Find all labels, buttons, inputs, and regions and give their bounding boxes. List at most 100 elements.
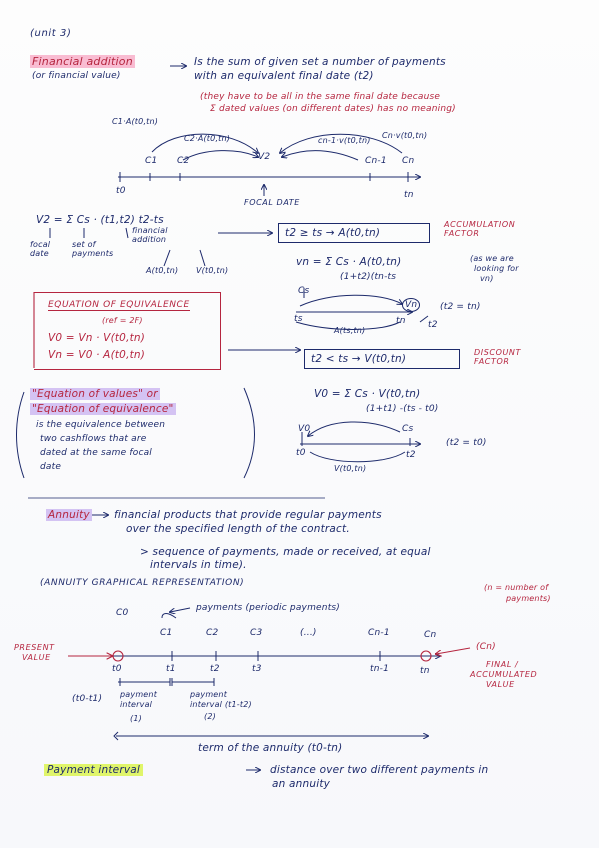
- cn-paren: (Cn): [476, 642, 496, 652]
- annuity-c3: C3: [250, 628, 263, 638]
- n-note-1: (n = number of: [484, 583, 549, 592]
- eq-vn: Vn = V0 · A(t0,tn): [48, 349, 146, 361]
- eq-values-line-2: "Equation of equivalence": [30, 403, 176, 415]
- present-value-1: PRESENT: [14, 643, 55, 652]
- s3-accum: A(ts,tn): [334, 326, 366, 335]
- annuity-t1: t1: [166, 664, 176, 674]
- annuity-cn: Cn: [424, 630, 437, 640]
- annuity-t2: t2: [210, 664, 220, 674]
- annuity-dots: (...): [300, 628, 317, 638]
- tn-label: tn: [404, 190, 414, 200]
- annuity-c1: C1: [160, 628, 173, 638]
- ann-accum: A(t0,tn): [146, 266, 179, 275]
- vn-side-2: looking for: [474, 264, 519, 273]
- eq-values-line-1: "Equation of values" or: [30, 388, 160, 400]
- equation-of-equivalence-box: [34, 292, 221, 370]
- v2-formula: V2 = Σ Cs · (t1,t2) t2-ts: [36, 214, 164, 226]
- s3-ts: ts: [294, 314, 303, 324]
- c1-label: C1: [145, 156, 158, 166]
- annuity-payments-label: payments (periodic payments): [196, 603, 341, 613]
- annuity-cn1: Cn-1: [368, 628, 390, 638]
- unit-label: (unit 3): [30, 28, 72, 39]
- financial-addition-def-1: Is the sum of given set a number of paym…: [194, 56, 446, 68]
- v0-formula-den: (1+t1) -(ts - t0): [366, 404, 439, 414]
- focal-date-label: FOCAL DATE: [244, 198, 300, 207]
- eq-values-line-3: is the equivalence between: [36, 420, 166, 430]
- annuity-graph-title: (ANNUITY GRAPHICAL REPRESENTATION): [40, 578, 245, 588]
- s3-tn: tn: [396, 316, 406, 326]
- annuity-t0: t0: [112, 664, 122, 674]
- s4-disc: V(t0,tn): [334, 464, 367, 473]
- financial-addition-note-1: (they have to be all in the same final d…: [200, 92, 441, 102]
- annuity-def-4: intervals in time).: [150, 559, 247, 571]
- cn1-disc-label: cn-1·v(t0,tn): [318, 136, 371, 145]
- s4-v0: V0: [298, 424, 311, 434]
- ann-disc: V(t0,tn): [196, 266, 229, 275]
- vn-side-1: (as we are: [470, 254, 514, 263]
- s4-cs: Cs: [402, 424, 414, 434]
- financial-addition-title: Financial addition: [30, 55, 135, 68]
- s3-vn-circled: Vn: [402, 298, 421, 312]
- s3-cond: (t2 = tn): [440, 302, 481, 312]
- financial-addition-def-2: with an equivalent final date (t2): [194, 70, 374, 82]
- interval-2-payment: payment: [190, 690, 228, 699]
- v0-formula-num: V0 = Σ Cs · V(t0,tn): [314, 388, 421, 400]
- interval-1-interval: interval: [120, 700, 153, 709]
- s4-t0: t0: [296, 448, 306, 458]
- annuity-def-1: financial products that provide regular …: [114, 509, 382, 521]
- financial-value-subtitle: (or financial value): [32, 71, 121, 81]
- interval-2-interval: interval (t1-t2): [190, 700, 252, 709]
- payment-interval-def-1: distance over two different payments in: [270, 764, 489, 776]
- annuity-def-3: > sequence of payments, made or received…: [140, 546, 431, 558]
- t0-label: t0: [116, 186, 126, 196]
- discount-factor-label: DISCOUNT FACTOR: [474, 348, 522, 366]
- cn-label: Cn: [402, 156, 415, 166]
- annuity-t3: t3: [252, 664, 262, 674]
- annuity-tn1: tn-1: [370, 664, 390, 674]
- final-value-2: ACCUMULATED: [470, 670, 538, 679]
- present-value-2: VALUE: [22, 653, 51, 662]
- c2-accum-label: C2·A(t0,tn): [184, 134, 231, 143]
- vn-formula-den: (1+t2)(tn-ts: [340, 272, 397, 282]
- annuity-def-2: over the specified length of the contrac…: [126, 523, 350, 535]
- final-value-3: VALUE: [486, 680, 515, 689]
- annuity-c2: C2: [206, 628, 219, 638]
- final-value-1: FINAL /: [486, 660, 519, 669]
- equation-ref: (ref = 2F): [102, 316, 143, 325]
- ann-focal-date: focal date: [30, 240, 51, 258]
- vn-side-3: vn): [480, 274, 494, 283]
- annuity-tn: tn: [420, 666, 430, 676]
- s4-cond: (t2 = t0): [446, 438, 487, 448]
- eq-values-line-5: dated at the same focal: [40, 448, 153, 458]
- vn-formula-num: vn = Σ Cs · A(t0,tn): [296, 256, 402, 268]
- eq-values-line-4: two cashflows that are: [40, 434, 147, 444]
- annuity-title: Annuity: [46, 509, 92, 521]
- payment-interval-title: Payment interval: [44, 764, 144, 776]
- s4-t2: t2: [406, 450, 416, 460]
- c2-label: C2: [177, 156, 190, 166]
- cn1-label: Cn-1: [365, 156, 387, 166]
- n-note-2: payments): [506, 594, 551, 603]
- s3-cs: Cs: [298, 286, 310, 296]
- ann-set-of-payments: set of payments: [72, 240, 114, 258]
- financial-addition-note-2: Σ dated values (on different dates) has …: [210, 104, 456, 114]
- accumulation-factor-label: ACCUMULATION FACTOR: [444, 220, 516, 238]
- s3-t2: t2: [428, 320, 438, 330]
- cn-disc-label: Cn·v(t0,tn): [382, 131, 428, 140]
- interval-1-num: (1): [130, 714, 142, 723]
- payment-interval-def-2: an annuity: [272, 778, 331, 790]
- annuity-term: term of the annuity (t0-tn): [198, 742, 343, 754]
- interval-1-range: (t0-t1): [72, 694, 103, 704]
- eq-v0: V0 = Vn · V(t0,tn): [48, 332, 146, 344]
- annuity-c0: C0: [116, 608, 129, 618]
- disc-condition-box: t2 < ts → V(t0,tn): [304, 349, 460, 369]
- equation-of-equivalence-title: EQUATION OF EQUIVALENCE: [48, 300, 190, 311]
- interval-1-payment: payment: [120, 690, 158, 699]
- accum-condition-box: t2 ≥ ts → A(t0,tn): [278, 223, 430, 243]
- c1-accum-label: C1·A(t0,tn): [112, 117, 159, 126]
- interval-2-num: (2): [204, 712, 216, 721]
- ann-financial-addition: financial addition: [132, 226, 168, 244]
- v2-label: V2: [258, 152, 271, 162]
- eq-values-line-6: date: [40, 462, 62, 472]
